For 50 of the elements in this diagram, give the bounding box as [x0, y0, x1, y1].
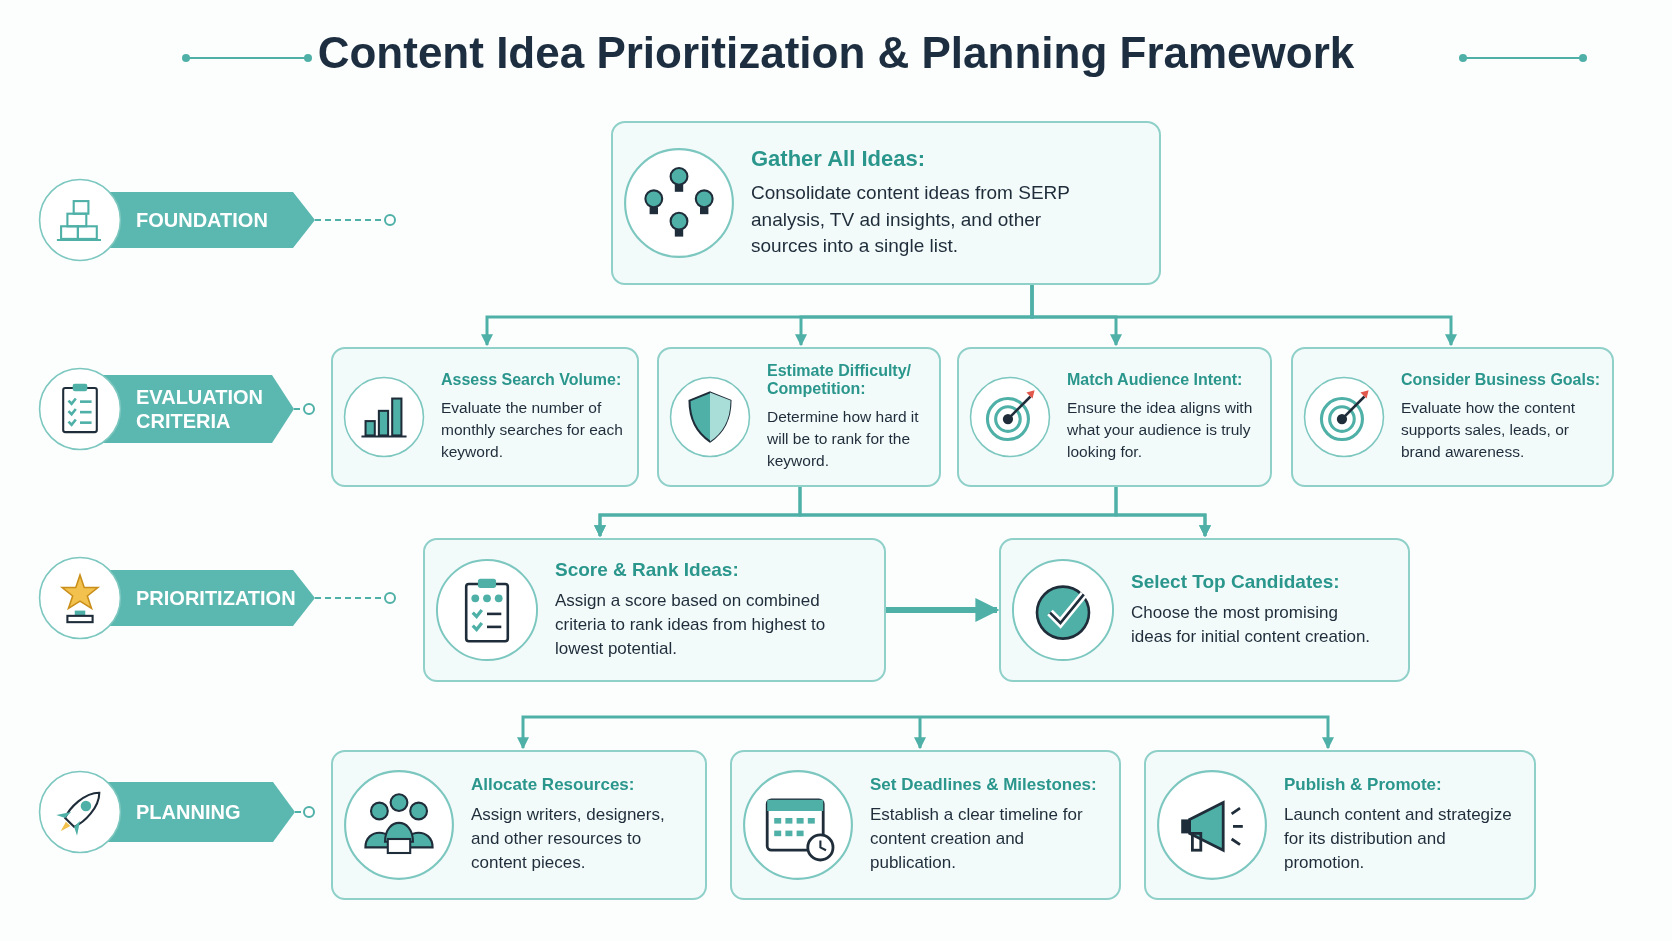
- process-box: [957, 347, 1272, 487]
- node-heading: Score & Rank Ideas:: [555, 559, 740, 582]
- leader-line: [294, 811, 304, 813]
- node-heading: Publish & Promote:: [1284, 775, 1443, 796]
- process-box: [331, 750, 707, 900]
- arrow: [1030, 285, 1457, 347]
- node-text: Evaluate how the content supports sales, leads, or brand awareness.: [1401, 398, 1577, 462]
- node-text: Establish a clear timeline for content creation and publication.: [870, 804, 1084, 874]
- arrow: [1114, 487, 1211, 538]
- connector-end-dot: [384, 214, 396, 226]
- stage-banner: [38, 367, 294, 451]
- process-box: [1144, 750, 1536, 900]
- process-box: [611, 121, 1161, 285]
- stage-label: FOUNDATION: [136, 208, 269, 232]
- process-box: [1291, 347, 1614, 487]
- arrow: [886, 598, 1000, 622]
- node-heading: Gather All Ideas:: [751, 146, 926, 173]
- node-text: Consolidate content ideas from SERP analysis, TV ad insights, and other sources into a single list.: [751, 181, 1071, 259]
- stage-banner: [38, 770, 295, 854]
- stage-banner: [38, 178, 315, 262]
- process-box: [331, 347, 639, 487]
- stage-label: PLANNING: [136, 800, 242, 824]
- connector-end-dot: [303, 806, 315, 818]
- process-box: [423, 538, 886, 682]
- process-box: [999, 538, 1410, 682]
- node-heading: Assess Search Volume:: [441, 371, 623, 390]
- node-text: Assign writers, designers, and other resources to content pieces.: [471, 804, 666, 874]
- node-text: Evaluate the number of monthly searches for each keyword.: [441, 398, 624, 462]
- node-text: Assign a score based on combined criteria to rank ideas from highest to lowest potential.: [555, 590, 827, 660]
- arrow: [920, 715, 1334, 750]
- process-box: [657, 347, 941, 487]
- arrow: [517, 715, 920, 750]
- process-box: [730, 750, 1121, 900]
- node-heading: Consider Business Goals:: [1401, 371, 1601, 390]
- connector-end-dot: [384, 592, 396, 604]
- node-text: Launch content and strategize for its distribution and promotion.: [1284, 804, 1513, 874]
- node-text: Ensure the idea aligns with what your audience is truly looking for.: [1067, 398, 1254, 462]
- stage-label: EVALUATION CRITERIA: [136, 385, 265, 433]
- node-text: Choose the most promising ideas for initial content creation.: [1131, 602, 1372, 648]
- node-heading: Set Deadlines & Milestones:: [870, 775, 1098, 796]
- stage-banner: [38, 556, 315, 640]
- connector-end-dot: [303, 403, 315, 415]
- node-heading: Select Top Candidates:: [1131, 571, 1341, 594]
- stage-label: PRIORITIZATION: [136, 586, 297, 610]
- title: Content Idea Prioritization & Planning Framework: [317, 28, 1355, 77]
- node-text: Determine how hard it will be to rank for the keyword.: [767, 407, 920, 471]
- node-heading: Estimate Difficulty/ Competition:: [767, 362, 913, 399]
- arrow: [914, 717, 926, 750]
- node-heading: Match Audience Intent:: [1067, 371, 1244, 390]
- node-heading: Allocate Resources:: [471, 775, 636, 796]
